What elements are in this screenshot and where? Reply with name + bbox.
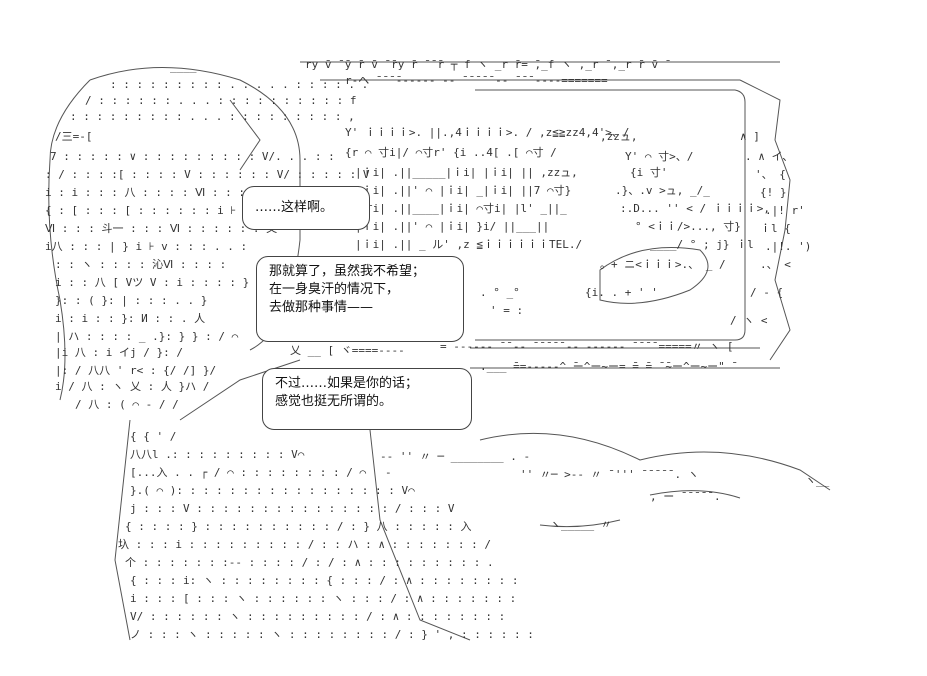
figure-body-right: [369, 429, 471, 641]
svg-text:.、 <: .、 <: [760, 258, 791, 271]
figure-body-left: [114, 419, 131, 641]
svg-text:: : : : : : : : : . . . . . :: : : : : : : : : : . . . . . : : : : . .: [110, 78, 368, 91]
svg-text:j : : : V : : : : : : : : : :: j : : : V : : : : : : : : : : : : : : : …: [130, 502, 455, 515]
svg-text:i八 : : : | } i ⊦ v : : : . .: i八 : : : | } i ⊦ v : : : . . :: [45, 240, 247, 253]
svg-text:: : : : : : : : : . . . : : :: : : : : : : : : : . . . : : : : : : : : …: [70, 110, 355, 123]
svg-text:圦 : : : i : : : : : : : : : /: 圦 : : : i : : : : : : : : : / : : ハ : ∧ …: [118, 538, 491, 551]
svg-text:ノ : : : ヽ : : : : : ヽ : : : :: ノ : : : ヽ : : : : : ヽ : : : : : : : : / …: [130, 628, 534, 641]
svg-text:ｉl {: ｉl {: [760, 222, 791, 235]
svg-text:/ ヽ <: / ヽ <: [730, 314, 768, 327]
svg-text:|寸i| .||____|ｉi| ⌒寸i| |l': |寸i| .||____|ｉi| ⌒寸i| |l' _||_: [355, 201, 567, 215]
svg-text:i : : 八 [ Vツ V : i : : :: i : : 八 [ Vツ V : i : : : : }: [55, 276, 249, 289]
figure-hair-left: [48, 79, 91, 401]
svg-text:: : ヽ : : : : 沁Ⅵ : : : :: : : ヽ : : : : 沁Ⅵ : : : :: [55, 258, 226, 271]
wave-line-1: [479, 432, 831, 491]
svg-text:| ハ : : : : _ .}: } } : /: | ハ : : : : _ .}: } } : / ⌒: [55, 330, 239, 343]
svg-text:|i 八 : i イj / }:: |i 八 : i イj / }: /: [55, 346, 183, 359]
svg-text:.|!. '): .|!. '): [765, 240, 811, 253]
svg-text:. ° _°: . ° _°: [480, 286, 520, 299]
speech-bubble-2-line-3: 去做那种事情——: [269, 300, 374, 315]
hair-strand: [229, 99, 261, 171]
svg-text:7 : : : : : ∨ : : : : : : :: 7 : : : : : ∨ : : : : : : : : : V/. . . …: [50, 150, 335, 163]
svg-text:= ------ ̄ ̄ -- ̄ ̄ ̄ ̄ ̄: = ------ ̄ ̄ -- ̄ ̄ ̄ ̄ ̄ -- ------ ̄ ̄ …: [440, 340, 734, 353]
svg-text:i : i : : }: И : : .: i : i : : }: И : : . 人: [55, 312, 205, 325]
ascii-art-strokes: [48, 61, 831, 641]
speech-bubble-2: 那就算了，虽然我不希望； 在一身臭汗的情况下， 去做那种事情——: [256, 256, 464, 342]
inner-panel-outline: [475, 89, 746, 341]
svg-text:,zzュ,: ,zzュ,: [600, 130, 638, 143]
svg-text:[...入 . . ┌ / ⌒ : : : : : : :: [...入 . . ┌ / ⌒ : : : : : : : : / ⌒: [130, 466, 367, 479]
svg-text:V/ : : : : : : ヽ : : : : : : :: V/ : : : : : : ヽ : : : : : : : : : / : ∧…: [130, 610, 505, 623]
svg-text:|ｉi| .||' ⌒ |ｉi| _|ｉi: |ｉi| .||' ⌒ |ｉi| _|ｉi| ||7 ⌒寸}: [355, 183, 571, 197]
speech-bubble-1: ……这样啊。: [242, 186, 370, 230]
svg-text:/ : : : : : : . . . : : : : :: / : : : : : : . . . : : : : : : : : : : …: [85, 94, 357, 107]
svg-text:ry ̄v ̄ ̄y ̄r ̄v ̄ ̄ry ̄r ̄ ̄: ry ̄v ̄ ̄y ̄r ̄v ̄ ̄ry ̄r ̄ ̄ ̄r ┬ f ヽ _…: [305, 58, 670, 71]
svg-text:ヽ_____ 〃: ヽ_____ 〃: [550, 518, 612, 531]
svg-text:r-ヘ ̄ ̄ ̄ ̄------ -- ̄ ̄ ̄ ̄: r-ヘ ̄ ̄ ̄ ̄------ -- ̄ ̄ ̄ ̄ ̄ -- ̄ ̄ ̄ …: [345, 74, 608, 87]
svg-text:i / 八 : ヽ 乂 : 人 }ハ /: i / 八 : ヽ 乂 : 人 }ハ /: [55, 380, 209, 393]
svg-text::.D... '' < / ｉｉｉｉ>,: :.D... '' < / ｉｉｉｉ>,: [620, 202, 770, 215]
svg-text:-- '' 〃 ─ ________ . -: -- '' 〃 ─ ________ . -: [380, 450, 530, 463]
wave-line-3: [649, 490, 741, 499]
speech-bubble-3-line-2: 感觉也挺无所谓的。: [275, 394, 393, 409]
speech-bubble-2-line-1: 那就算了，虽然我不希望；: [269, 264, 426, 279]
svg-text:'、 {: '、 {: [755, 168, 786, 181]
svg-text:____/ ° ; j} ｉl: ____/ ° ; j} ｉl: [650, 238, 754, 251]
svg-text:____: ____: [170, 60, 197, 73]
svg-text:|ｉi| .||_____|ｉi| |ｉi|: |ｉi| .||_____|ｉi| |ｉi| || ,zzュ,: [355, 166, 578, 179]
svg-text:个 : : : : : : :-- : : : : / :: 个 : : : : : : :-- : : : : / : / : ∧ : : …: [125, 556, 494, 569]
svg-text:.|! r': .|! r': [765, 204, 805, 217]
svg-text:'' 〃─ >-- 〃 ̄ ''' ̄ ̄: '' 〃─ >-- 〃 ̄ ''' ̄ ̄ ̄ ̄ ̄ . ヽ: [520, 468, 699, 481]
svg-text:ヽ__: ヽ__: [805, 474, 830, 487]
svg-text:|ｉi| .||' ⌒ |ｉi| }i: |ｉi| .||' ⌒ |ｉi| }i/ ||___||: [355, 220, 549, 233]
frame-right-edge: [739, 79, 791, 361]
speech-bubble-1-line-1: ……这样啊。: [255, 200, 334, 215]
svg-text:{i. . + ' ': {i. . + ' ': [585, 286, 658, 299]
svg-text:八八l .: : : : : : : : : V⌒: 八八l .: : : : : : : : : V⌒: [130, 448, 305, 461]
svg-text:.___ ̄==-----^ ̄ー^ー~ー= ̄= ̄=: .___ ̄==-----^ ̄ー^ー~ー= ̄= ̄= ̄ ̄~ー^ー~ー" …: [480, 360, 736, 373]
svg-text:/ - {: / - {: [750, 286, 783, 299]
speech-bubble-2-line-2: 在一身臭汗的情况下，: [269, 282, 400, 297]
ascii-art-texture: ____ : : : : : : : : : . . . . . : : : :…: [45, 58, 830, 641]
svg-text:-: -: [385, 466, 392, 479]
svg-text:Y' ⌒ 寸>、/: Y' ⌒ 寸>、/: [625, 149, 693, 163]
svg-text:。+ ニ<ｉｉｉ>.、 _ /: 。+ ニ<ｉｉｉ>.、 _ /: [600, 258, 726, 271]
svg-text:' = :: ' = :: [490, 304, 523, 317]
svg-text:° <ｉｉ/>..., 寸}: ° <ｉｉ/>..., 寸}: [635, 219, 741, 233]
svg-text:{ : : : i: ヽ : : : : : : : : {: { : : : i: ヽ : : : : : : : : { : : : / :…: [130, 574, 519, 587]
speech-bubble-3-line-1: 不过……如果是你的话；: [275, 376, 419, 391]
svg-text:.}、.v >ュ, _/_: .}、.v >ュ, _/_: [615, 184, 710, 197]
svg-text:{! }: {! }: [760, 186, 787, 199]
svg-text:/三=-[: /三=-[: [55, 130, 93, 143]
wave-line-2: [539, 519, 621, 528]
svg-text:/ 八 : ( ⌒ - / /: / 八 : ( ⌒ - / /: [75, 398, 179, 411]
svg-text:{r ⌒ 寸i|/ ⌒寸r' {i ..4[ .: {r ⌒ 寸i|/ ⌒寸r' {i ..4[ .[ ⌒寸 /: [345, 145, 557, 159]
svg-text:i : : : [ : : : ヽ : : : : : :: i : : : [ : : : ヽ : : : : : : ヽ : : : / …: [130, 592, 516, 605]
svg-text:Y' ｉｉｉｉ>. ||.,4ｉｉｉｉ>. / ,z≦≧: Y' ｉｉｉｉ>. ||.,4ｉｉｉｉ>. / ,z≦≧zz4,4'>、/: [345, 126, 629, 139]
svg-text:Ⅵ : : : 斗一 : : : Ⅵ : : : : : :: Ⅵ : : : 斗一 : : : Ⅵ : : : : : : 乂: [45, 222, 277, 235]
svg-text:{ { ' /: { { ' /: [130, 430, 176, 443]
svg-text:{ : : : : } : : : : : : : : :: { : : : : } : : : : : : : : : : / : } 八 …: [125, 520, 472, 533]
svg-text:|ｉi| .|| _ ル' ,z ≦: |ｉi| .|| _ ル' ,z ≦ｉｉｉｉｉｉTEL./: [355, 238, 582, 251]
svg-text:|: / 八八 ' r< : {/ /] }/: |: / 八八 ' r< : {/ /] }/: [55, 364, 216, 377]
panel-loop: [599, 247, 709, 304]
svg-text:. ∧ イ、: . ∧ イ、: [745, 150, 793, 163]
speech-bubble-3: 不过……如果是你的话； 感觉也挺无所谓的。: [262, 368, 472, 430]
svg-text:∧ ]: ∧ ]: [740, 130, 760, 143]
svg-text:: / : : : :[ : : : : V : : : :: : / : : : :[ : : : : V : : : : : : V/ : …: [45, 168, 370, 181]
svg-text:, ー ̄ ̄ ̄ ̄ ̄ .: , ー ̄ ̄ ̄ ̄ ̄ .: [650, 490, 721, 503]
figure-arm: [179, 359, 301, 421]
svg-text:}.( ⌒ ): : : : : : : : : : : :: }.( ⌒ ): : : : : : : : : : : : : : : : :…: [130, 484, 415, 497]
svg-text:}: : ( }: | : : : .: }: : ( }: | : : : . . }: [55, 294, 207, 307]
svg-text:乂 __ [ ヾ====----: 乂 __ [ ヾ====----: [290, 344, 405, 357]
svg-text:{i 寸': {i 寸': [630, 165, 668, 179]
